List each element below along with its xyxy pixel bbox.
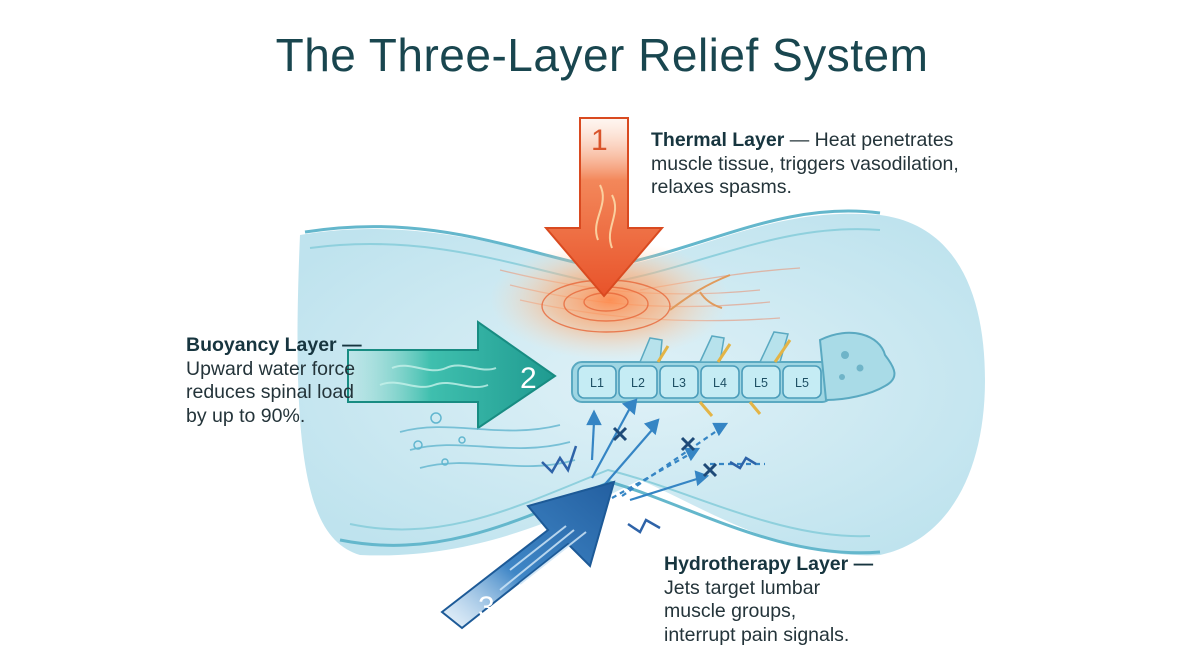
pain-signal-icons — [541, 445, 757, 534]
pain-block-icons — [612, 426, 718, 478]
vertebra-label: L2 — [631, 376, 645, 390]
hydrotherapy-text-line-3: interrupt pain signals. — [664, 623, 850, 646]
vertebra-body — [618, 365, 658, 399]
bubbles — [413, 412, 466, 466]
buoyancy-text-line-1: Upward water force — [186, 357, 356, 380]
buoyancy-arrow: 2 — [347, 320, 557, 430]
buoyancy-text-line-3: by up to 90%. — [186, 404, 306, 427]
diagram-title: The Three-Layer Relief System — [275, 29, 929, 81]
vertebra-body — [659, 365, 699, 399]
thermal-text-line-3: relaxes spasms. — [651, 176, 792, 198]
hydrotherapy-text-line-2: muscle groups, — [664, 600, 797, 622]
vertebra-label: L3 — [672, 376, 686, 390]
hydrotherapy-layer-heading: Hydrotherapy Layer — — [664, 553, 874, 575]
vertebra-body — [700, 365, 740, 399]
buoyancy-number: 2 — [520, 362, 537, 395]
thermal-layer-callout: Thermal Layer — Heat penetrates muscle t… — [651, 129, 959, 200]
buoyancy-text-line-2: reduces spinal load — [186, 381, 355, 403]
vertebra-label: L5 — [754, 376, 768, 390]
water-wave-lower — [339, 480, 881, 555]
thermal-layer-heading: Thermal Layer — [651, 129, 785, 151]
hydrotherapy-text-line-1: Jets target lumbar — [664, 576, 821, 599]
heat-glow — [490, 240, 730, 360]
vertebra-label: L1 — [590, 376, 604, 390]
vertebra-label: L5 — [795, 376, 809, 390]
buoyancy-layer-callout: Buoyancy Layer — Upward water force redu… — [186, 334, 362, 428]
hydrotherapy-number: 3 — [478, 591, 495, 624]
thermal-text-line-2: muscle tissue, triggers vasodilation, — [651, 152, 959, 175]
vertebra-label: L4 — [713, 376, 727, 390]
vertebra-body — [741, 365, 781, 399]
nerve-branch — [669, 274, 731, 311]
thermal-arrow: 1 — [543, 117, 665, 298]
water-wave-lower-2 — [349, 468, 871, 538]
hydrotherapy-layer-callout: Hydrotherapy Layer — Jets target lumbar … — [664, 553, 873, 647]
lumbar-spine: L1 L2 L3 L4 L5 L5 — [571, 331, 896, 417]
vertebra-body — [782, 365, 822, 399]
hydrotherapy-arrow: 3 — [440, 480, 616, 630]
thermal-number: 1 — [591, 124, 608, 157]
vertebra-body — [577, 365, 617, 399]
buoyancy-layer-heading: Buoyancy Layer — — [186, 334, 362, 356]
thermal-text-line-1: — Heat penetrates — [789, 129, 954, 151]
